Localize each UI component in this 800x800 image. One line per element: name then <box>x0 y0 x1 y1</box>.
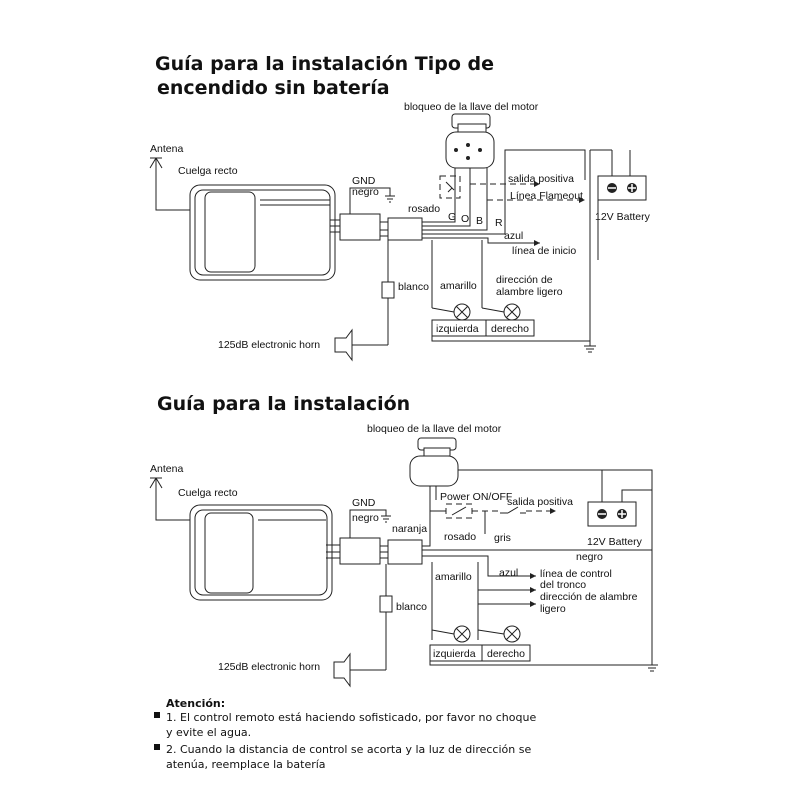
diagram-1-title-line-2: encendido sin batería <box>157 77 390 99</box>
connector-icon <box>379 564 393 670</box>
connector-icon <box>330 213 423 241</box>
pin-o: O <box>461 213 469 225</box>
lamp-icon <box>503 625 521 643</box>
horn-icon <box>334 328 353 362</box>
ground-icon <box>381 515 391 523</box>
control-unit-2 <box>189 504 333 601</box>
bullet-icon <box>154 744 160 750</box>
battery-icon <box>597 175 647 201</box>
engine-lock-label: bloqueo de la llave del motor <box>404 101 539 113</box>
gnd-label-2: GND <box>352 497 376 509</box>
switch-icon <box>500 506 526 514</box>
gnd-label: GND <box>352 175 376 187</box>
diagram-1-title-line-1: Guía para la instalación Tipo de <box>155 53 494 75</box>
negro-label-2: negro <box>352 512 379 524</box>
antenna-icon <box>149 477 190 521</box>
switch-icon <box>439 175 461 199</box>
blanco-label-2: blanco <box>396 601 427 613</box>
negro-label-3: negro <box>576 551 603 563</box>
hang-label: Cuelga recto <box>178 165 238 177</box>
amarillo-label: amarillo <box>440 280 477 292</box>
gris-label: gris <box>494 532 511 544</box>
ignition-switch-icon <box>409 437 459 487</box>
salida-positiva-label: salida positiva <box>508 173 574 185</box>
diagram-2: Guía para la instalación bloqueo de la l… <box>149 393 658 688</box>
linea-inicio-label: línea de inicio <box>512 245 576 257</box>
battery-label-2: 12V Battery <box>587 536 643 548</box>
rosado-label-2: rosado <box>444 531 476 543</box>
naranja-label: naranja <box>392 523 427 535</box>
battery-label: 12V Battery <box>595 211 651 223</box>
izquierda-label-2: izquierda <box>433 648 476 660</box>
control-tronco-line-2: del tronco <box>540 579 586 591</box>
ground-icon <box>385 195 395 203</box>
direccion-label: dirección de <box>496 274 553 286</box>
derecho-label-2: derecho <box>487 648 525 660</box>
note-1-line-1: 1. El control remoto está haciendo sofis… <box>166 711 536 724</box>
lamp-icon <box>503 303 521 321</box>
note-1-line-2: y evite el agua. <box>166 726 251 739</box>
salida-positiva-label-2: salida positiva <box>507 496 573 508</box>
connector-icon <box>381 240 395 345</box>
blanco-label: blanco <box>398 281 429 293</box>
attention-heading: Atención: <box>166 697 225 710</box>
antenna-label-2: Antena <box>150 463 183 475</box>
alambre-label: alambre ligero <box>496 286 563 298</box>
direccion-line-1: dirección de alambre <box>540 591 638 603</box>
diagram-1: Guía para la instalación Tipo de encendi… <box>149 53 651 362</box>
attention-notes: Atención: 1. El control remoto está haci… <box>154 697 536 771</box>
power-label: Power ON/OFF <box>440 491 512 503</box>
diagram-2-title: Guía para la instalación <box>157 393 410 415</box>
flameout-label: Línea Flameout <box>510 190 583 202</box>
note-2-line-2: atenúa, reemplace la batería <box>166 758 326 771</box>
azul-label-2: azul <box>499 567 518 579</box>
hang-label-2: Cuelga recto <box>178 487 238 499</box>
switch-icon <box>445 503 473 519</box>
antenna-label: Antena <box>150 143 183 155</box>
bullet-icon <box>154 712 160 718</box>
horn-label: 125dB electronic horn <box>218 339 320 351</box>
pin-b: B <box>476 215 483 227</box>
battery-icon <box>587 501 637 527</box>
amarillo-label-2: amarillo <box>435 571 472 583</box>
negro-label: negro <box>352 186 379 198</box>
derecho-label: derecho <box>491 323 529 335</box>
pin-r: R <box>495 217 503 229</box>
control-tronco-line-1: línea de control <box>540 568 612 580</box>
connector-icon <box>326 537 423 565</box>
lamp-icon <box>453 303 471 321</box>
direccion-line-2: ligero <box>540 603 566 615</box>
izquierda-label: izquierda <box>436 323 479 335</box>
note-2-line-1: 2. Cuando la distancia de control se aco… <box>166 743 531 756</box>
lamp-icon <box>453 625 471 643</box>
ground-icon <box>646 664 658 672</box>
ground-icon <box>584 345 596 353</box>
engine-lock-label-2: bloqueo de la llave del motor <box>367 423 502 435</box>
azul-label: azul <box>504 230 523 242</box>
control-unit <box>189 184 336 281</box>
pin-g: G <box>448 211 456 223</box>
horn-label-2: 125dB electronic horn <box>218 661 320 673</box>
rosado-label: rosado <box>408 203 440 215</box>
antenna-icon <box>149 157 190 211</box>
ignition-switch-icon <box>445 113 495 169</box>
horn-icon <box>333 652 351 688</box>
